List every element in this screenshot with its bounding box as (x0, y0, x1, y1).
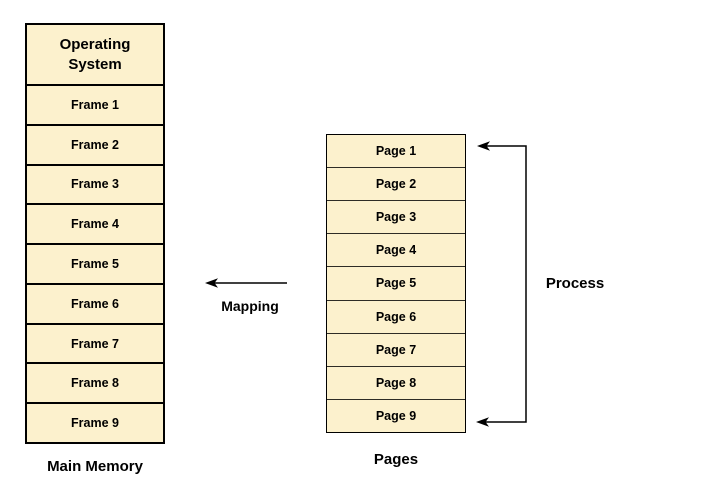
main-memory-label: Main Memory (47, 458, 143, 475)
pages-table: Page 1 Page 2 Page 3 Page 4 Page 5 Page … (326, 134, 466, 433)
page-cell-5: Page 5 (327, 267, 465, 301)
page-cell-7: Page 7 (327, 334, 465, 367)
frame-cell-1: Frame 1 (27, 86, 163, 126)
process-bottom-arrowhead-icon (476, 417, 489, 427)
main-memory-table: Operating System Frame 1 Frame 2 Frame 3… (25, 23, 165, 444)
page-cell-6: Page 6 (327, 301, 465, 334)
frame-cell-5: Frame 5 (27, 245, 163, 285)
frame-cell-3: Frame 3 (27, 166, 163, 206)
operating-system-cell: Operating System (27, 25, 163, 86)
frame-cell-2: Frame 2 (27, 126, 163, 166)
page-cell-3: Page 3 (327, 201, 465, 235)
frame-cell-8: Frame 8 (27, 364, 163, 405)
frame-cell-9: Frame 9 (71, 416, 119, 431)
process-top-arrowhead-icon (477, 141, 490, 151)
frame-cell-6: Frame 6 (27, 285, 163, 325)
process-bracket-line (484, 145, 527, 423)
page-cell-8: Page 8 (327, 367, 465, 400)
mapping-arrowhead-icon (205, 278, 218, 288)
page-cell-9: Page 9 (375, 408, 417, 423)
pages-label: Pages (373, 451, 419, 468)
page-cell-2: Page 2 (327, 168, 465, 202)
frame-cell-4: Frame 4 (27, 205, 163, 246)
mapping-label: Mapping (221, 298, 279, 314)
frame-cell-7: Frame 7 (27, 325, 163, 365)
page-cell-1: Page 1 (327, 135, 465, 169)
page-cell-4: Page 4 (327, 234, 465, 268)
process-label: Process (545, 275, 605, 292)
